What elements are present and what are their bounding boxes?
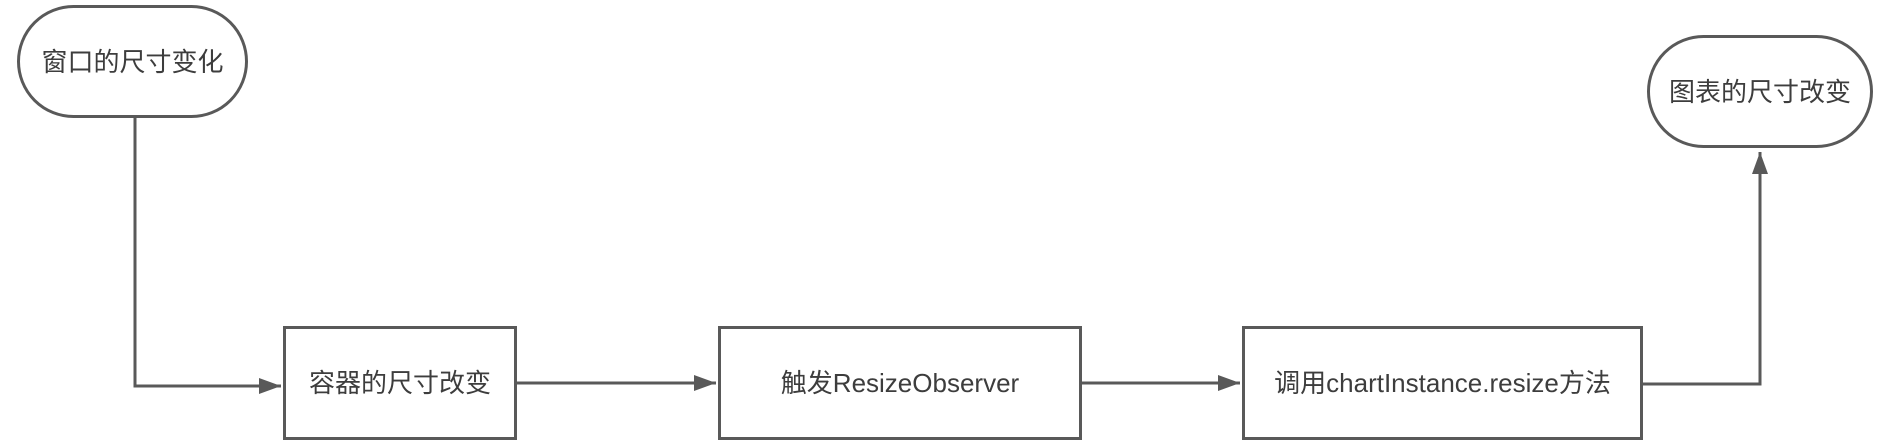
node-label: 容器的尺寸改变 [308,368,491,398]
edge-window-to-container [133,118,281,394]
node-label: 窗口的尺寸变化 [41,46,224,77]
node-container-size-change: 容器的尺寸改变 [283,326,517,440]
node-call-chart-resize: 调用chartInstance.resize方法 [1242,326,1643,440]
node-chart-size-change: 图表的尺寸改变 [1647,35,1873,148]
node-trigger-resize-observer: 触发ResizeObserver [718,326,1082,440]
node-label: 触发ResizeObserver [780,368,1020,398]
edge-resize-to-chart [1643,152,1768,386]
node-label: 图表的尺寸改变 [1668,76,1851,107]
node-label: 调用chartInstance.resize方法 [1274,368,1611,398]
node-window-size-change: 窗口的尺寸变化 [17,5,248,118]
